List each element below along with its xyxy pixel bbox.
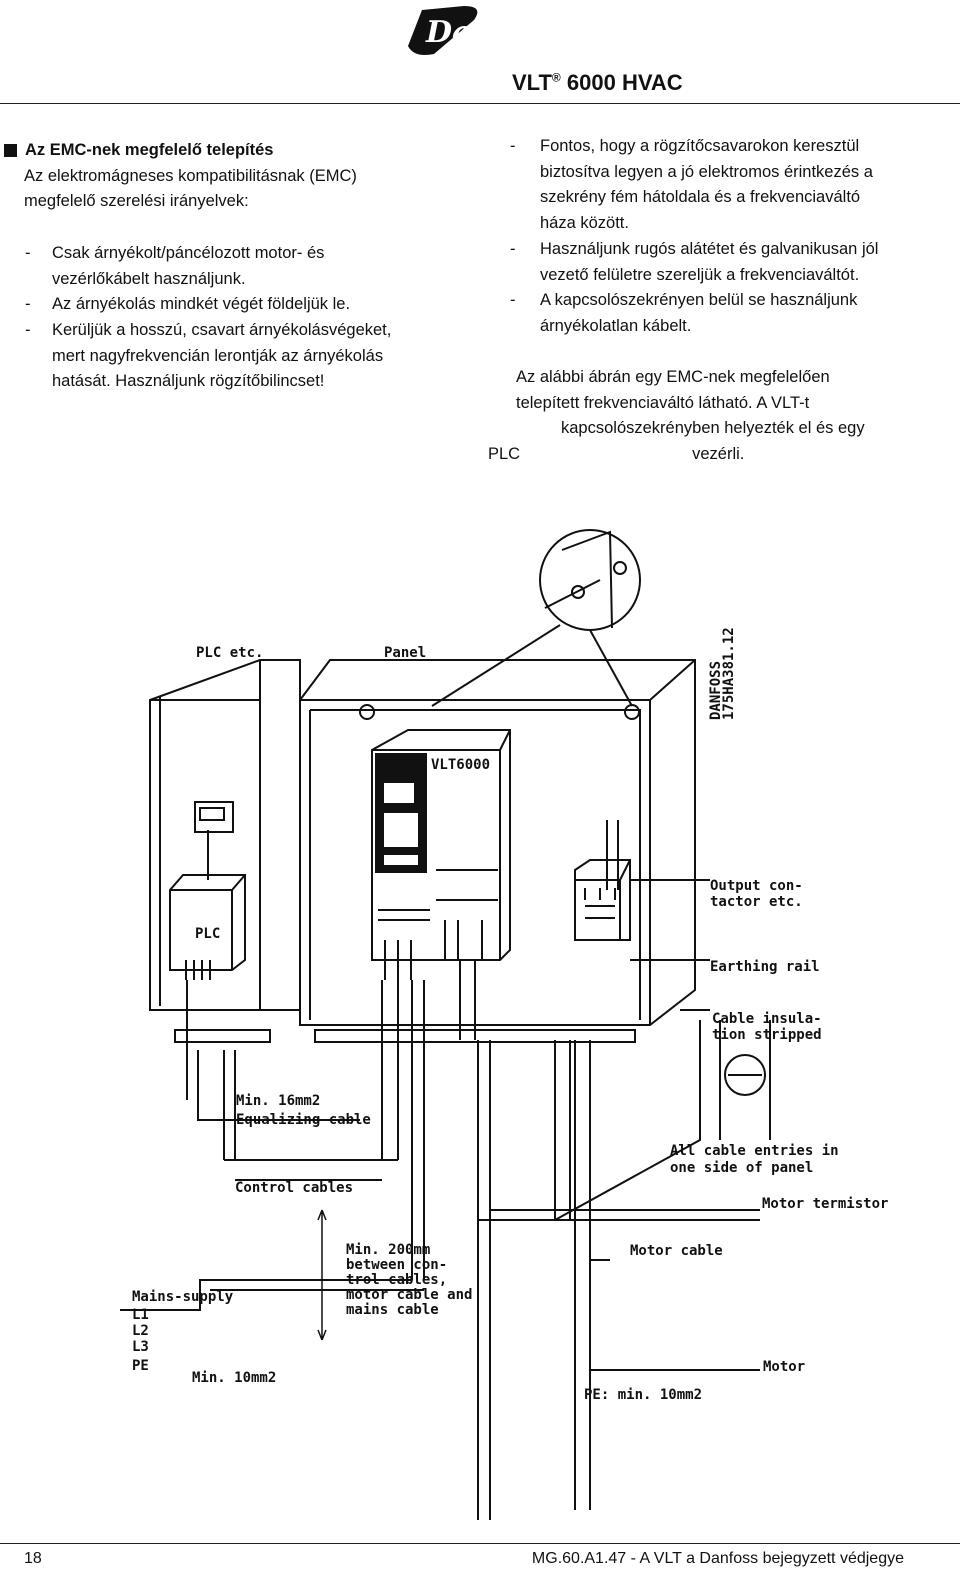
brand-wordmark: Danfoss: [425, 15, 554, 50]
list-item-cont: szekrény fém hátoldala és a frekvenciavá…: [540, 188, 861, 207]
label-min16: Min. 16mm2: [236, 1093, 320, 1109]
list-item-cont: vezérlőkábelt használjunk.: [52, 269, 246, 288]
label-earthing-rail: Earthing rail: [710, 959, 820, 975]
emc-installation-diagram: PLC etc. Panel VLT6000 PLC Output con- t…: [120, 529, 888, 1520]
product-name: VLT: [512, 70, 552, 95]
header-divider: [0, 103, 960, 104]
label-output-contactor: tactor etc.: [710, 894, 803, 910]
label-pe-min: PE: min. 10mm2: [584, 1387, 702, 1403]
caption-line: telepített frekvenciaváltó látható. A VL…: [516, 393, 810, 412]
label-cable-insulation: tion stripped: [712, 1027, 822, 1043]
danfoss-logo: Danfoss ​: [404, 2, 560, 63]
list-item: -Használjunk rugós alátétet és galvaniku…: [510, 239, 879, 258]
square-bullet-icon: [4, 144, 17, 158]
label-vlt6000: VLT6000: [431, 757, 490, 773]
figure-caption: Az alábbi ábrán egy EMC-nek megfelelően …: [488, 365, 938, 468]
label-plc: PLC: [195, 926, 220, 942]
list-item-cont: vezető felületre szereljük a frekvenciav…: [540, 265, 860, 284]
label-pe: PE: [132, 1358, 149, 1374]
section-title: Az EMC-nek megfelelő telepítés: [4, 138, 474, 164]
label-l3: L3: [132, 1339, 149, 1355]
label-cable-entries: one side of panel: [670, 1160, 813, 1176]
footer-text: MG.60.A1.47 - A VLT a Danfoss bejegyzett…: [531, 1550, 904, 1567]
label-drawing-code: DANFOSS: [708, 661, 724, 720]
label-motor: Motor: [763, 1359, 805, 1375]
list-item-cont: biztosítva legyen a jó elektromos érintk…: [540, 162, 873, 181]
label-drawing-code: 175HA381.12: [721, 627, 737, 720]
right-column: -Fontos, hogy a rögzítőcsavarokon keresz…: [510, 134, 950, 340]
list-item: -Fontos, hogy a rögzítőcsavarokon keresz…: [510, 137, 860, 155]
caption-line: Az alábbi ábrán egy EMC-nek megfelelően: [516, 368, 830, 386]
label-min10: Min. 10mm2: [192, 1370, 276, 1386]
list-item: -A kapcsolószekrényen belül se használju…: [510, 291, 858, 310]
label-output-contactor: Output con-: [710, 878, 803, 894]
list-item: -Az árnyékolás mindkét végét földeljük l…: [25, 295, 351, 314]
footer-divider: [0, 1543, 960, 1544]
zoom-detail-circle: [539, 529, 641, 631]
label-equalizing: Equalizing cable: [236, 1112, 371, 1128]
label-mains-supply: Mains-supply: [132, 1289, 234, 1305]
list-item: -Kerüljük a hosszú, csavart árnyékolásvé…: [25, 320, 392, 339]
intro-line: Az elektromágneses kompatibilitásnak (EM…: [24, 166, 357, 185]
label-panel: Panel: [384, 645, 426, 661]
list-item-cont: hatását. Használjunk rögzítőbilincset!: [52, 372, 325, 391]
registered-mark: ®: [551, 70, 561, 85]
page-header-title: VLT® 6000 HVAC: [512, 70, 683, 96]
caption-line: kapcsolószekrényben helyezték el és egy: [561, 419, 865, 438]
list-item-cont: háza között.: [540, 214, 629, 233]
left-column: Az EMC-nek megfelelő telepítés Az elektr…: [4, 138, 474, 395]
label-motor-cable: Motor cable: [630, 1243, 723, 1259]
list-item-cont: mert nagyfrekvencián lerontják az árnyék…: [52, 346, 384, 365]
label-control-cables: Control cables: [235, 1180, 353, 1196]
product-suffix: 6000 HVAC: [566, 70, 683, 95]
label-motor-termistor: Motor termistor: [762, 1196, 888, 1212]
label-plc-etc: PLC etc.: [196, 645, 263, 661]
label-min200: trol cables,: [346, 1272, 447, 1288]
label-min200: motor cable and: [346, 1287, 472, 1303]
list-item-cont: árnyékolatlan kábelt.: [540, 316, 692, 335]
list-item: -Csak árnyékolt/páncélozott motor- és: [25, 243, 325, 262]
intro-line: megfelelő szerelési irányelvek:: [24, 192, 249, 211]
label-cable-entries: All cable entries in: [670, 1143, 839, 1159]
label-l1: L1: [132, 1307, 149, 1323]
label-l2: L2: [132, 1323, 149, 1339]
label-cable-insulation: Cable insula-: [712, 1011, 822, 1027]
label-min200: Min. 200mm: [346, 1242, 430, 1258]
page-number: 18: [24, 1550, 42, 1567]
label-min200: between con-: [346, 1257, 447, 1273]
label-min200: mains cable: [346, 1302, 439, 1318]
